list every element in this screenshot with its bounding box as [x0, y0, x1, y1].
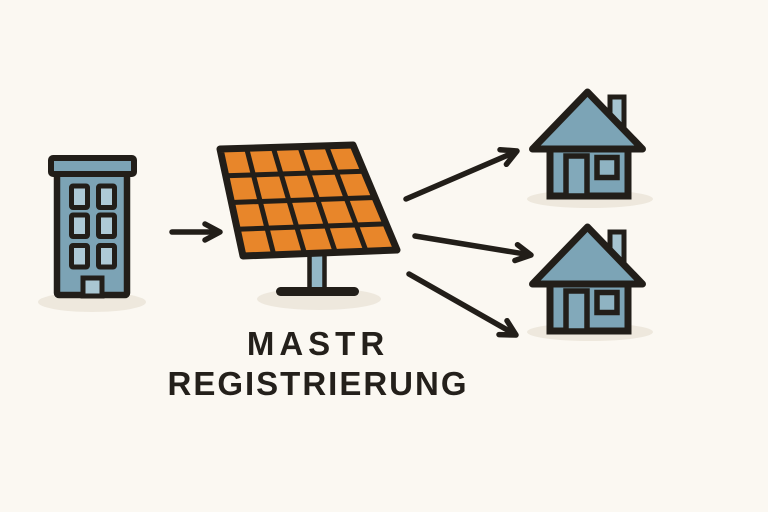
arrow-head	[202, 221, 223, 243]
house-icon	[529, 88, 646, 200]
caption-line-2: REGISTRIERUNG	[167, 365, 469, 402]
house-door	[563, 153, 590, 199]
building-window	[96, 183, 117, 210]
house-roof	[529, 88, 646, 153]
solar-panel-icon	[216, 141, 401, 296]
building-door	[80, 275, 105, 299]
panel-grid-line	[225, 168, 365, 179]
arrow-right-icon	[412, 233, 534, 264]
panel-grid	[225, 144, 387, 256]
arrow-shaft	[412, 233, 532, 258]
arrow-shaft	[406, 271, 517, 337]
arrow-shaft	[403, 149, 518, 202]
panel-grid-line	[231, 195, 376, 205]
house-door	[563, 288, 590, 334]
office-building-icon	[48, 155, 137, 299]
arrow-right-icon	[169, 221, 223, 243]
panel-grid-line	[237, 221, 387, 232]
house-roof	[529, 223, 646, 288]
building-window	[69, 243, 90, 270]
house-window	[594, 289, 620, 316]
building-window	[69, 212, 90, 239]
panel-base	[276, 287, 359, 296]
arrow-head	[496, 317, 519, 338]
arrow-down-right-icon	[406, 271, 519, 338]
house-icon	[529, 223, 646, 335]
house-window	[594, 154, 620, 181]
arrow-head	[497, 146, 520, 168]
building-window	[96, 243, 117, 270]
arrow-up-right-icon	[403, 146, 520, 202]
building-window	[96, 212, 117, 239]
building-window	[69, 183, 90, 210]
arrow-head	[512, 241, 534, 264]
caption: MASTR REGISTRIERUNG	[68, 324, 568, 404]
building-roof-cap	[48, 155, 137, 177]
caption-line-1: MASTR	[246, 325, 390, 362]
